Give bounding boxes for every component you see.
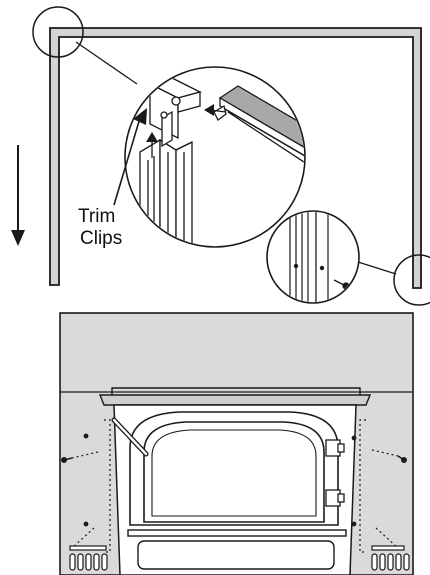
callout-label-clips: Clips xyxy=(80,228,123,249)
side-mount-right xyxy=(351,419,408,553)
callout-label-trim: Trim xyxy=(78,206,116,227)
trim-frame xyxy=(49,27,422,289)
down-arrow-icon xyxy=(11,145,25,246)
leader-line-top xyxy=(75,41,138,85)
side-mount-left xyxy=(60,419,111,553)
door-hinge xyxy=(325,439,345,507)
door-handle xyxy=(111,417,149,457)
trim-clip-bracket xyxy=(148,77,202,148)
insert-door xyxy=(129,411,339,526)
detail-circle-small xyxy=(266,210,360,304)
ash-drawer xyxy=(127,529,347,570)
screw-icon xyxy=(60,457,73,464)
air-vent-left xyxy=(69,545,108,571)
screw-icon xyxy=(397,455,408,464)
top-ledge xyxy=(98,387,372,406)
air-vent-right xyxy=(371,545,410,571)
leader-line-bottom xyxy=(357,261,397,275)
corner-circle-bottom-right xyxy=(393,254,430,306)
callout-pointer xyxy=(113,108,147,206)
corner-circle-top-left xyxy=(32,6,84,58)
